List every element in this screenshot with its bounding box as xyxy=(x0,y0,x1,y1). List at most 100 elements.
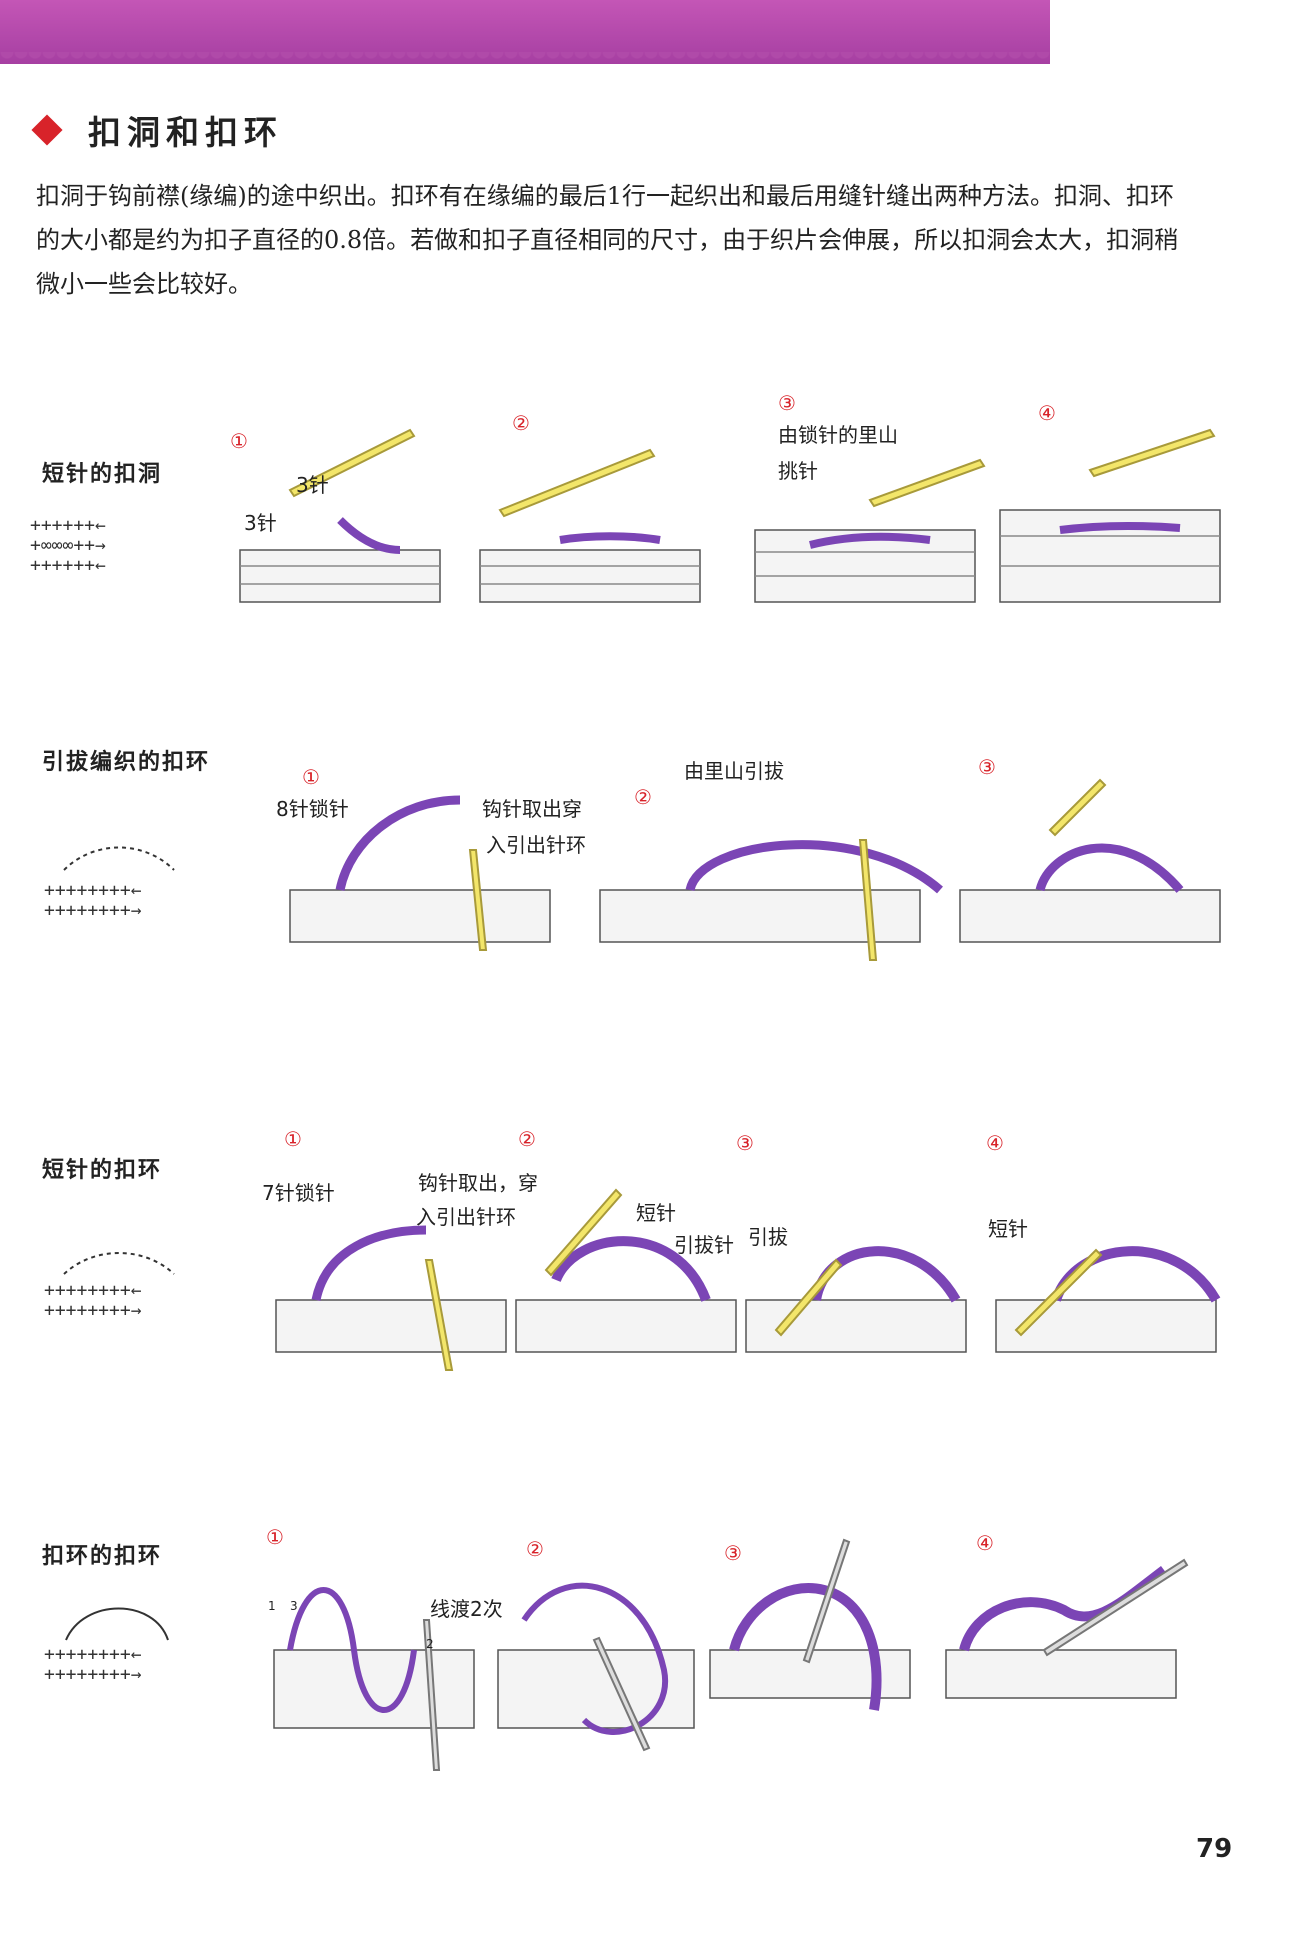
section-heading: 扣洞和扣环 xyxy=(31,108,283,152)
step-number: ③ xyxy=(724,1541,742,1565)
page-number: 79 xyxy=(1196,1834,1233,1864)
step-number: ② xyxy=(512,411,530,435)
section-label-sc-loop: 短针的扣环 xyxy=(42,1158,163,1183)
section-label-sc-buttonhole: 短针的扣洞 xyxy=(42,462,163,487)
loop-arc xyxy=(65,1607,169,1641)
annotation-label: 入引出针环 xyxy=(486,833,586,857)
diagram-row-2: ① ② ③ 8针锁针 钩针取出穿 入引出针环 由里山引拔 xyxy=(276,755,1221,961)
crochet-hook xyxy=(468,849,488,951)
fabric-swatch xyxy=(945,1649,1177,1699)
step-number: ① xyxy=(302,765,320,789)
fabric-swatch xyxy=(959,889,1221,943)
crochet-hook xyxy=(424,1259,454,1371)
diagram-row-4: ① ② ③ ④ 线渡2次 1 3 2 xyxy=(266,1525,1189,1771)
annotation-label: 钩针取出，穿 xyxy=(418,1171,538,1195)
annotation-label: 引拔 xyxy=(748,1225,788,1249)
red-diamond-icon xyxy=(31,114,63,146)
crochet-hook xyxy=(544,1188,623,1277)
annotation-label: 钩针取出穿 xyxy=(482,797,582,821)
symbol-row: ++++++++← xyxy=(44,1280,142,1301)
fabric-swatch xyxy=(479,549,701,603)
fabric-swatch xyxy=(273,1649,475,1729)
fabric-swatch xyxy=(289,889,551,943)
sewing-needle xyxy=(1042,1558,1189,1657)
annotation-label: 引拔针 xyxy=(674,1233,734,1257)
annotation-label: 3针 xyxy=(296,473,329,497)
step-number: ① xyxy=(230,429,248,453)
sewing-needle xyxy=(592,1636,651,1752)
crochet-hook xyxy=(1014,1248,1103,1337)
symbol-row: ++++++++→ xyxy=(44,900,142,921)
symbol-row: ++++++← xyxy=(30,555,106,576)
fabric-swatch xyxy=(754,529,976,603)
symbol-row: ++++++++→ xyxy=(44,1664,142,1685)
symbol-chart-3: ++++++++← ++++++++→ xyxy=(44,1252,175,1321)
annotation-label: 7针锁针 xyxy=(262,1181,335,1205)
symbol-chart-1: ++++++← +∞∞∞++→ ++++++← xyxy=(30,515,106,576)
step-number: ③ xyxy=(778,391,796,415)
section-label-sewn-loop: 扣环的扣环 xyxy=(42,1544,163,1569)
annotation-label: 短针 xyxy=(988,1217,1028,1241)
step-number: ② xyxy=(526,1537,544,1561)
yarn-chain xyxy=(729,1583,882,1711)
yarn-chain xyxy=(311,1225,427,1302)
yarn-chain xyxy=(1035,843,1184,893)
fabric-swatch xyxy=(995,1299,1217,1353)
yarn-chain xyxy=(337,517,401,554)
yarn-chain xyxy=(559,532,661,544)
crochet-hook xyxy=(774,1258,843,1337)
annotation-label: 3针 xyxy=(244,511,277,535)
crochet-hook xyxy=(288,428,416,498)
fabric-swatch xyxy=(275,1299,507,1353)
annotation-label: 3 xyxy=(290,1599,298,1613)
step-number: ② xyxy=(634,785,652,809)
yarn-chain xyxy=(809,532,931,549)
diagram-row-3: ① ② ③ ④ 7针锁针 钩针取出，穿 入引出针环 短针 引拔针 引拔 短针 xyxy=(262,1127,1221,1371)
fabric-swatch xyxy=(239,549,441,603)
intro-paragraph: 扣洞于钩前襟(缘编)的途中织出。扣环有在缘编的最后1行一起织出和最后用缝针缝出两… xyxy=(36,182,1179,298)
symbol-chart-4: ++++++++← ++++++++→ xyxy=(44,1607,169,1685)
crochet-hook xyxy=(868,458,986,508)
annotation-label: 线渡2次 xyxy=(430,1597,503,1621)
yarn-chain xyxy=(1059,521,1181,534)
annotation-label: 入引出针环 xyxy=(416,1205,516,1229)
symbol-row: +∞∞∞++→ xyxy=(30,535,106,556)
sewing-needle xyxy=(422,1619,441,1771)
symbol-row: ++++++← xyxy=(30,515,106,536)
step-number: ② xyxy=(518,1127,536,1151)
annotation-label: 挑针 xyxy=(778,459,818,483)
symbol-row: ++++++++← xyxy=(44,880,142,901)
section-label-slipstitch-loop: 引拔编织的扣环 xyxy=(42,750,211,775)
crochet-hook xyxy=(1048,778,1107,837)
annotation-label: 2 xyxy=(426,1637,434,1651)
step-number: ③ xyxy=(736,1131,754,1155)
step-number: ④ xyxy=(986,1131,1004,1155)
yarn-strand xyxy=(521,1582,669,1735)
annotation-label: 由里山引拔 xyxy=(684,759,784,783)
crochet-hook xyxy=(858,839,878,961)
yarn-chain xyxy=(335,795,461,891)
annotation-label: 短针 xyxy=(636,1201,676,1225)
symbol-row: ++++++++← xyxy=(44,1644,142,1665)
diagram-row-1: ① ② ③ ④ 3针 3针 由锁针的里山 挑针 xyxy=(230,391,1221,603)
step-number: ④ xyxy=(976,1531,994,1555)
page-title: 扣洞和扣环 xyxy=(88,113,283,152)
fabric-swatch xyxy=(515,1299,737,1353)
step-number: ④ xyxy=(1038,401,1056,425)
crochet-hook xyxy=(498,448,656,518)
annotation-label: 8针锁针 xyxy=(276,797,349,821)
banner-scallop-edge xyxy=(0,52,1050,66)
yarn-chain xyxy=(551,1236,711,1302)
annotation-label: 1 xyxy=(268,1599,276,1613)
chain-arc xyxy=(63,846,175,871)
symbol-chart-2: ++++++++← ++++++++→ xyxy=(44,846,175,921)
step-number: ① xyxy=(284,1127,302,1151)
symbol-row: ++++++++→ xyxy=(44,1300,142,1321)
step-number: ① xyxy=(266,1525,284,1549)
chain-arc xyxy=(63,1252,175,1275)
yarn-chain xyxy=(811,1246,961,1303)
sewing-needle xyxy=(802,1538,851,1664)
step-number: ③ xyxy=(978,755,996,779)
yarn-strand xyxy=(287,1587,417,1713)
annotation-label: 由锁针的里山 xyxy=(778,423,898,447)
